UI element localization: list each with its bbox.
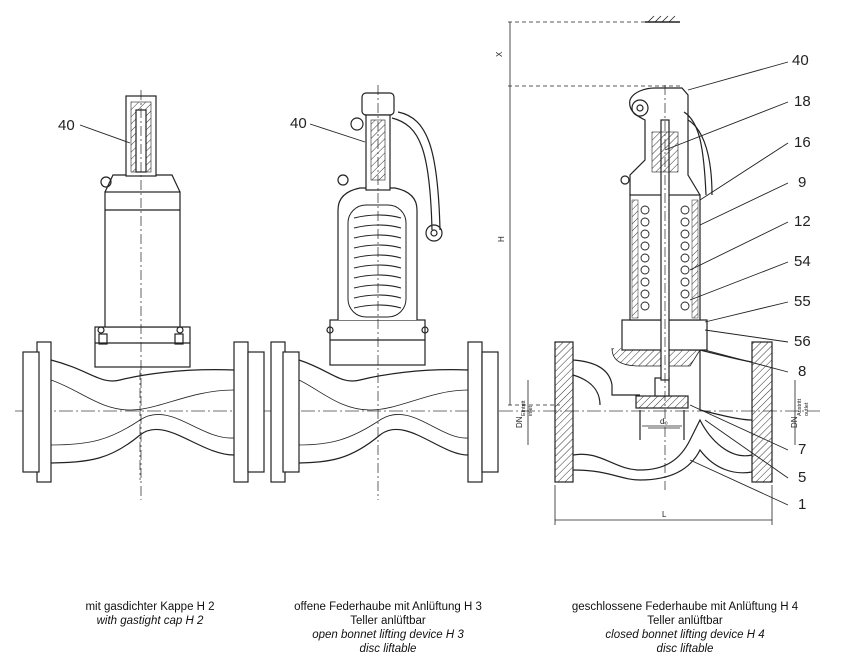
- dim-dn-inlet: DN: [515, 416, 524, 428]
- caption-h4-de1: geschlossene Federhaube mit Anlüftung H …: [571, 601, 799, 613]
- dim-l: L: [662, 510, 667, 519]
- callout-v3-56: 56: [794, 333, 811, 350]
- caption-h4-en1: closed bonnet lifting device H 4: [605, 629, 765, 641]
- callout-v3-8: 8: [798, 363, 806, 380]
- dim-dn-inlet-sub2: inlet: [528, 405, 534, 416]
- dim-x: X: [495, 51, 504, 57]
- callout-v3-1: 1: [798, 496, 806, 513]
- valve-drawing: 40: [15, 15, 820, 525]
- callout-leader-v2-40: [309, 123, 366, 143]
- callout-v2-40: 40: [290, 115, 307, 132]
- caption-h3-en2: disc liftable: [359, 643, 417, 655]
- callout-v3-54: 54: [794, 253, 811, 270]
- callout-leaders-v3: [664, 61, 789, 506]
- caption-h4: geschlossene Federhaube mit Anlüftung H …: [535, 600, 835, 656]
- caption-h2-de: mit gasdichter Kappe H 2: [85, 601, 215, 613]
- caption-h4-de2: Teller anlüftbar: [647, 615, 723, 627]
- callout-v3-9: 9: [798, 174, 806, 191]
- caption-h4-en2: disc liftable: [656, 643, 714, 655]
- callout-v3-12: 12: [794, 213, 811, 230]
- caption-h3-de1: offene Federhaube mit Anlüftung H 3: [294, 601, 482, 613]
- caption-h2: mit gasdichter Kappe H 2 with gastight c…: [30, 600, 270, 628]
- caption-h3-en1: open bonnet lifting device H 3: [312, 629, 464, 641]
- dim-h: H: [497, 236, 506, 242]
- callout-v1-40: 40: [58, 117, 75, 134]
- callout-leader-v1-40: [79, 124, 131, 144]
- dim-dn-inlet-sub: Eintritt: [521, 400, 527, 416]
- callout-v3-7: 7: [798, 441, 806, 458]
- dim-d0: d₀: [660, 417, 668, 426]
- caption-h3-de2: Teller anlüftbar: [350, 615, 426, 627]
- dim-dn-outlet-sub: Austritt: [797, 398, 803, 416]
- valve-h2: [22, 90, 265, 500]
- callout-v3-16: 16: [794, 134, 811, 151]
- caption-h2-en: with gastight cap H 2: [96, 615, 204, 627]
- callout-v3-5: 5: [798, 469, 806, 486]
- dim-dn-outlet: DN: [790, 416, 799, 428]
- valve-h3: [270, 85, 499, 500]
- callout-v3-40: 40: [792, 52, 809, 69]
- valve-h4-section: [508, 15, 796, 525]
- caption-h3: offene Federhaube mit Anlüftung H 3 Tell…: [258, 600, 518, 656]
- dim-dn-outlet-sub2: outlet: [804, 402, 810, 416]
- callout-v3-18: 18: [794, 93, 811, 110]
- callout-v3-55: 55: [794, 293, 811, 310]
